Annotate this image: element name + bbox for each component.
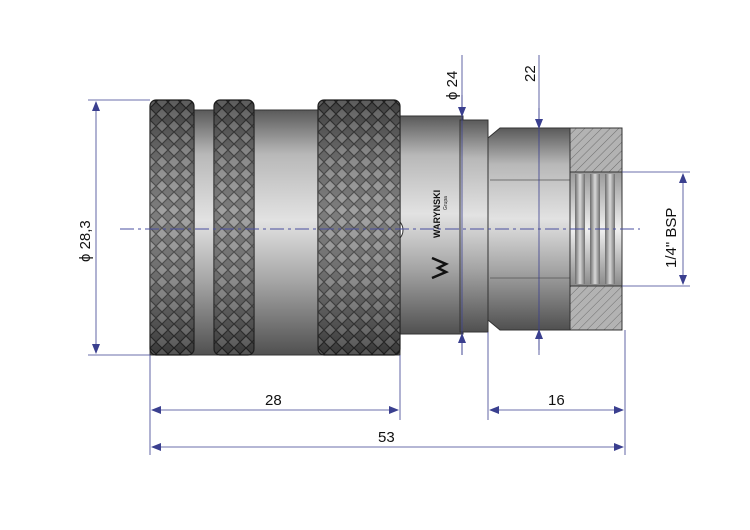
dimension-body-diameter: ϕ 24 <box>444 55 466 355</box>
dimension-overall-length: 53 <box>151 429 624 451</box>
svg-text:16: 16 <box>548 392 565 409</box>
svg-text:1/4" BSP: 1/4" BSP <box>663 208 680 268</box>
brand-logo: WARYNSKI Grupa <box>431 190 449 280</box>
svg-text:Grupa: Grupa <box>443 196 449 210</box>
svg-text:ϕ 24: ϕ 24 <box>444 71 461 100</box>
svg-text:53: 53 <box>378 429 395 446</box>
dimension-outer-diameter: ϕ 28,3 <box>77 99 150 356</box>
dimension-thread: 1/4" BSP <box>622 171 690 287</box>
dimension-socket-length: 28 <box>149 355 401 455</box>
dimension-hex-size: 22 <box>522 55 543 355</box>
svg-text:ϕ 28,3: ϕ 28,3 <box>77 220 94 262</box>
svg-text:WARYNSKI: WARYNSKI <box>432 190 442 238</box>
knurl-band-2 <box>213 99 255 356</box>
knurl-band-3 <box>317 99 401 356</box>
svg-text:28: 28 <box>265 392 282 409</box>
knurl-band-1 <box>149 99 195 356</box>
svg-text:22: 22 <box>522 65 539 82</box>
dimension-nipple-length: 16 <box>487 330 626 455</box>
